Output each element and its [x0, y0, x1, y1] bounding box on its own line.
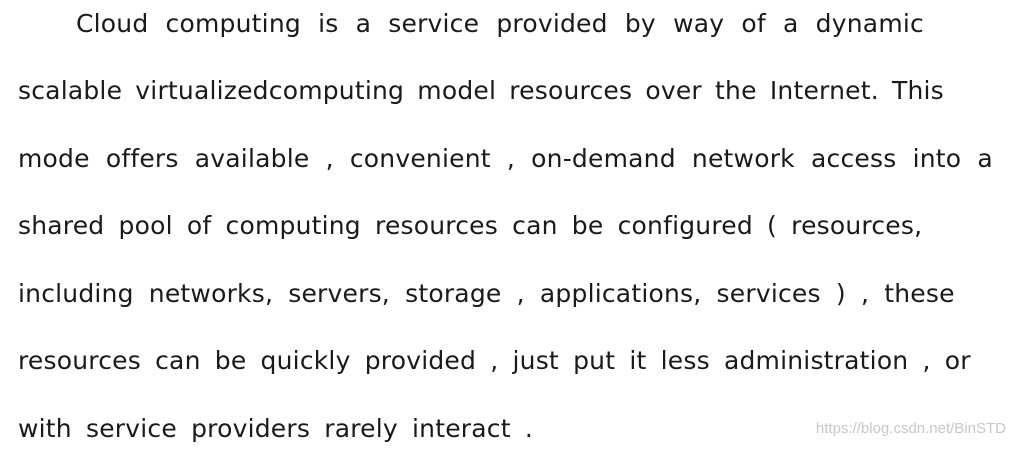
paragraph-line-1: Cloud computing is a service provided by…	[76, 9, 924, 38]
watermark-url: https://blog.csdn.net/BinSTD	[815, 420, 1006, 437]
paragraph-line-4: shared pool of computing resources can b…	[18, 211, 923, 240]
paragraph-line-7: with service providers rarely interact .	[18, 414, 534, 443]
paragraph-line-3: mode offers available , convenient , on-…	[18, 144, 993, 173]
paragraph-line-6: resources can be quickly provided , just…	[18, 346, 971, 375]
paragraph-line-2: scalable virtualizedcomputing model reso…	[18, 76, 944, 105]
paragraph-line-5: including networks, servers, storage , a…	[18, 279, 955, 308]
